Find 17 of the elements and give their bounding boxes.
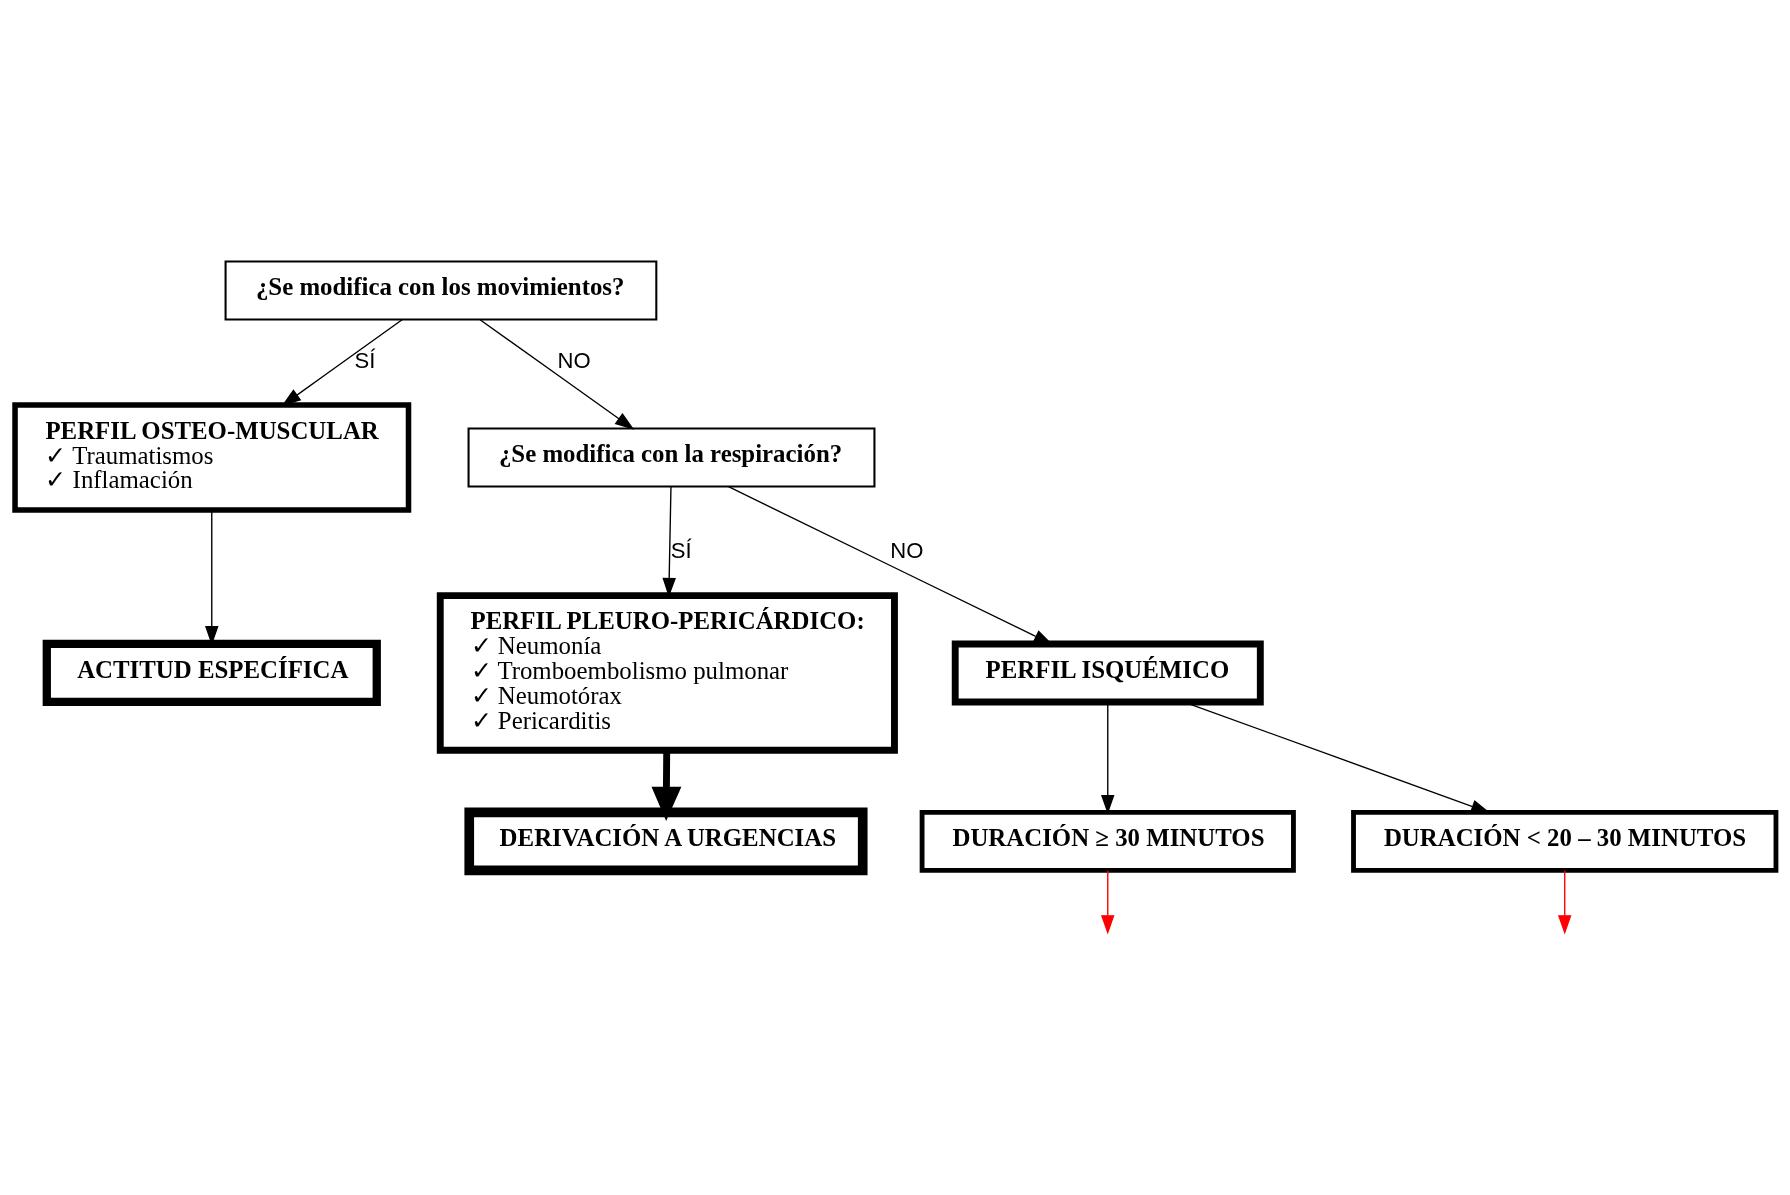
node-box: ¿Se modifica con la respiración? xyxy=(467,427,875,488)
arrow xyxy=(651,750,681,821)
node-box: DERIVACIÓN A URGENCIAS xyxy=(463,807,868,876)
node-box: PERFIL PLEURO-PERICÁRDICO: ✓ Neumonía ✓ Tromboembolismo pulmonar ✓ Neumotórax ✓ Pericarditis xyxy=(436,592,898,754)
edge-label: SÍ xyxy=(670,538,692,564)
edge-label: NO xyxy=(889,538,923,564)
node-box: ACTITUD ESPECÍFICA xyxy=(42,639,381,707)
node-box: PERFIL ISQUÉMICO xyxy=(951,640,1264,706)
edge-label: NO xyxy=(557,347,591,373)
arrow xyxy=(478,319,634,430)
edge-label: SÍ xyxy=(354,347,375,373)
node-box: DURACIÓN < 20 – 30 MINUTOS xyxy=(1350,809,1778,873)
node-box: PERFIL OSTEO-MUSCULAR ✓ Traumatismos ✓ Inflamación xyxy=(11,402,411,513)
arrow xyxy=(1557,869,1571,935)
arrow xyxy=(1100,869,1115,935)
node-box: ¿Se modifica con los movimientos? xyxy=(224,260,657,321)
node-box: DURACIÓN ≥ 30 MINUTOS xyxy=(919,809,1296,873)
